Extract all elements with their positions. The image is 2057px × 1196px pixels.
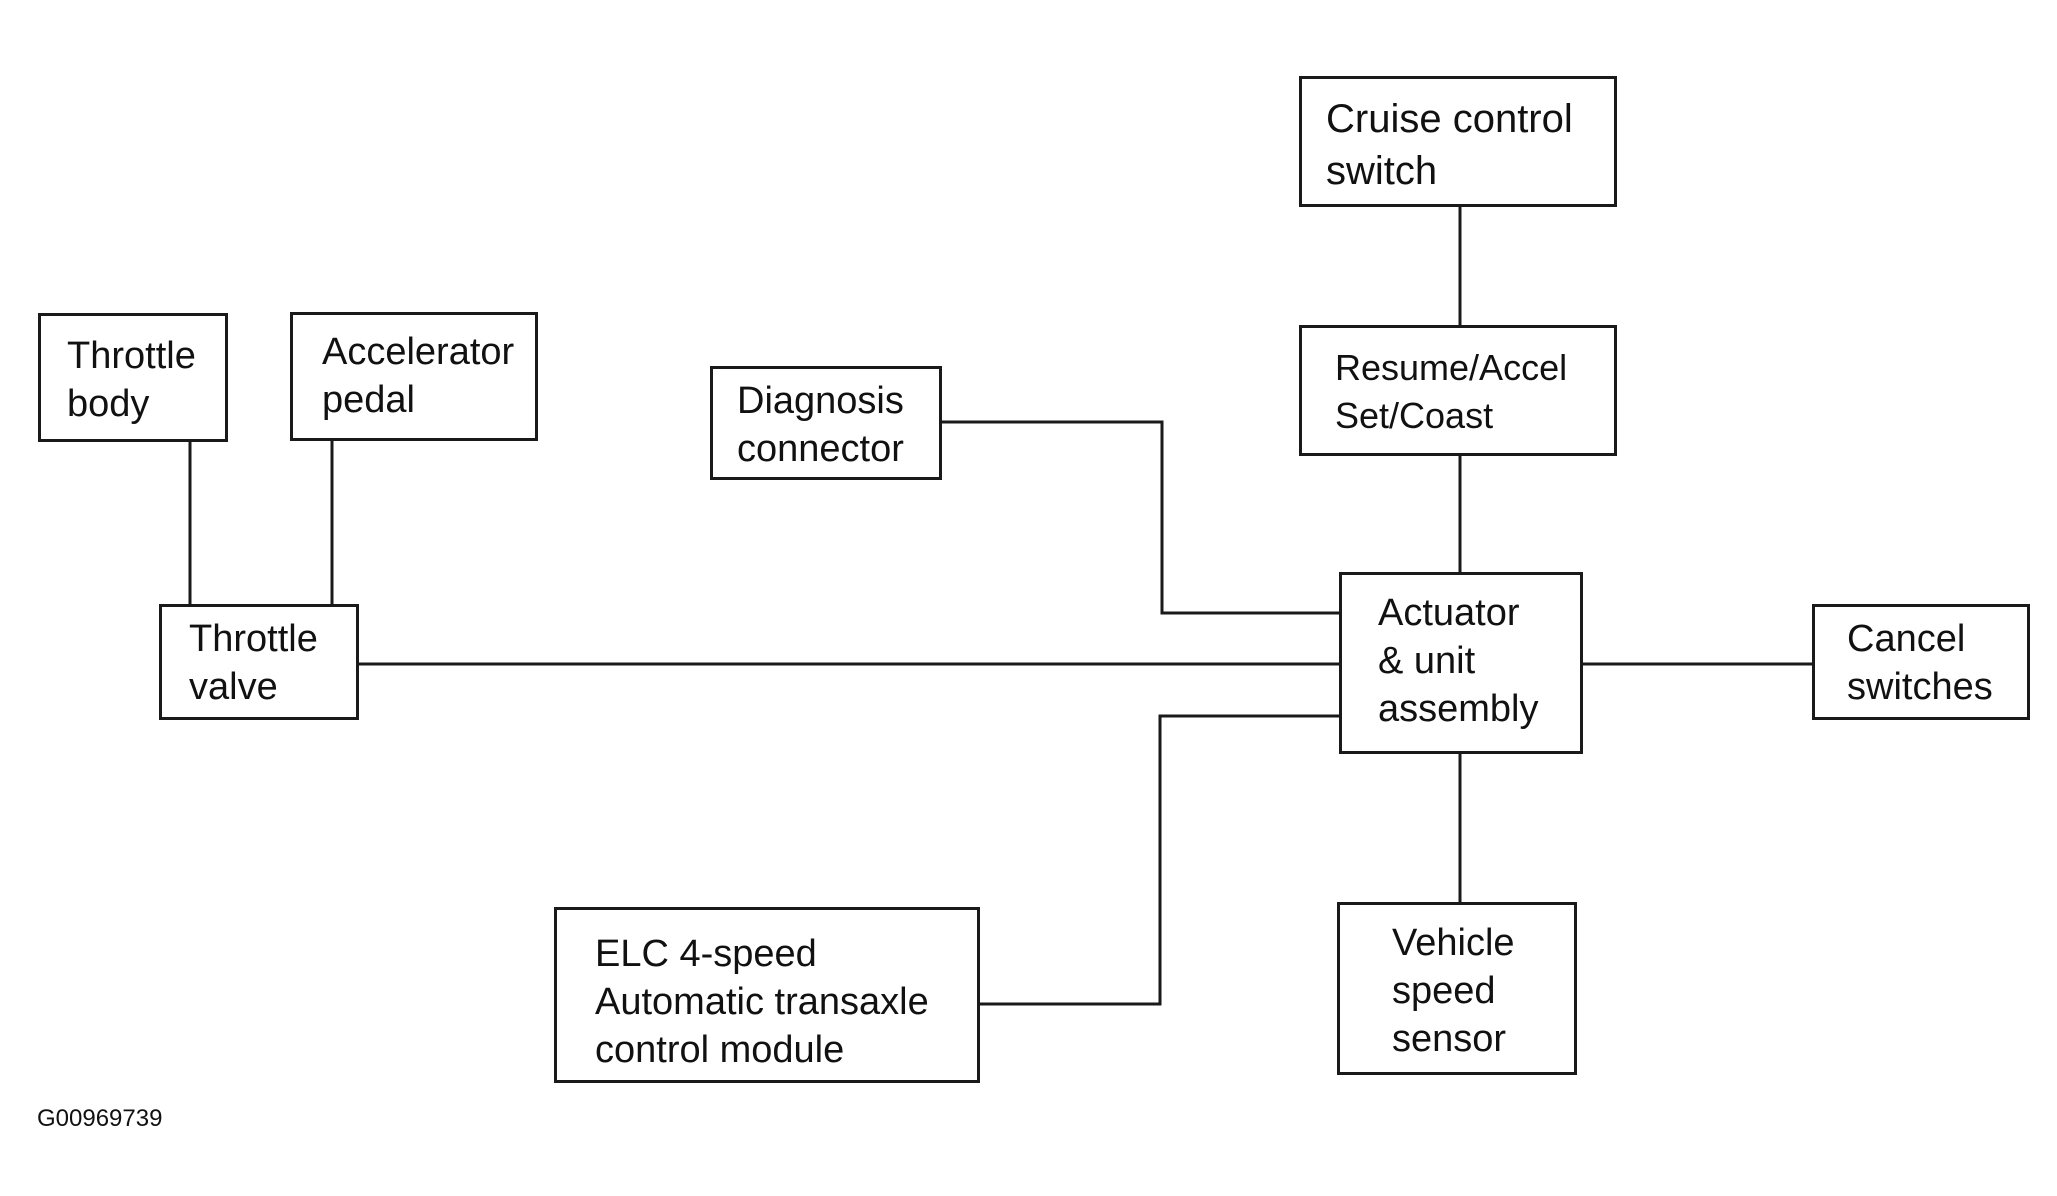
elc-module-label: ELC 4-speed Automatic transaxle control … — [595, 933, 929, 1071]
resume-accel-box: Resume/Accel Set/Coast — [1299, 325, 1617, 456]
throttle-body-box: Throttle body — [38, 313, 228, 442]
vehicle-speed-sensor-label: Vehicle speed sensor — [1392, 922, 1515, 1060]
throttle-valve-label: Throttle valve — [189, 618, 318, 708]
vehicle-speed-sensor-box: Vehicle speed sensor — [1337, 902, 1577, 1075]
diagnosis-connector-label: Diagnosis connector — [737, 380, 904, 470]
line-elc-to-actuator — [978, 714, 1339, 1006]
cancel-switches-box: Cancel switches — [1812, 604, 2030, 720]
accelerator-pedal-box: Accelerator pedal — [290, 312, 538, 441]
cruise-control-switch-box: Cruise control switch — [1299, 76, 1617, 207]
line-diagnosis-to-actuator — [940, 420, 1339, 615]
throttle-body-label: Throttle body — [67, 335, 196, 425]
actuator-unit-assembly-box: Actuator & unit assembly — [1339, 572, 1583, 754]
actuator-unit-assembly-label: Actuator & unit assembly — [1378, 592, 1539, 730]
diagnosis-connector-box: Diagnosis connector — [710, 366, 942, 480]
resume-accel-label: Resume/Accel Set/Coast — [1335, 347, 1568, 436]
figure-id: G00969739 — [37, 1105, 163, 1132]
throttle-valve-box: Throttle valve — [159, 604, 359, 720]
cruise-control-switch-label: Cruise control switch — [1326, 97, 1573, 193]
elc-module-box: ELC 4-speed Automatic transaxle control … — [554, 907, 980, 1083]
accelerator-pedal-label: Accelerator pedal — [322, 331, 515, 421]
cancel-switches-label: Cancel switches — [1847, 618, 1993, 708]
